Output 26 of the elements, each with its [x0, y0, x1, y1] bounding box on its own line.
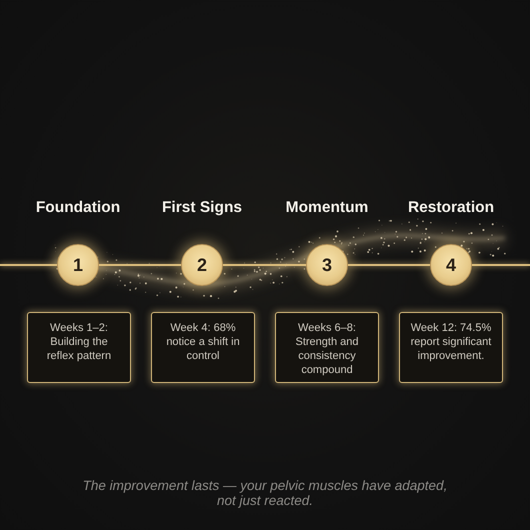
- step-circle: [181, 244, 223, 286]
- step-title: Foundation: [36, 199, 120, 218]
- step-title: Restoration: [408, 199, 494, 218]
- step-description: Week 4: 68% notice a shift in control: [165, 321, 241, 363]
- step-number: 3: [322, 256, 332, 274]
- timeline-line: [0, 264, 57, 266]
- step-title: First Signs: [162, 199, 242, 218]
- timeline-line: [348, 264, 430, 266]
- step-card: [151, 312, 255, 383]
- step-number: 4: [446, 256, 456, 274]
- step-title: Momentum: [286, 199, 368, 218]
- step-circle: [430, 244, 472, 286]
- timeline-line: [472, 264, 530, 266]
- timeline-line: [223, 264, 306, 266]
- step-card: [27, 312, 131, 383]
- step-number: 1: [72, 256, 83, 274]
- step-card: [399, 312, 503, 383]
- caption-text: The improvement lasts — your pelvic muscles have adapted, not just reacted.: [82, 478, 448, 508]
- step-description: Week 12: 74.5% report significant improvement.: [410, 321, 492, 363]
- timeline-line: [99, 264, 181, 266]
- step-circle: [306, 244, 348, 286]
- step-card: [275, 312, 379, 383]
- step-description: Weeks 6–8: Strength and consistency compound: [294, 321, 360, 377]
- step-circle: [57, 244, 99, 286]
- step-description: Weeks 1–2: Building the reflex pattern: [46, 321, 112, 363]
- step-number: 2: [196, 256, 207, 274]
